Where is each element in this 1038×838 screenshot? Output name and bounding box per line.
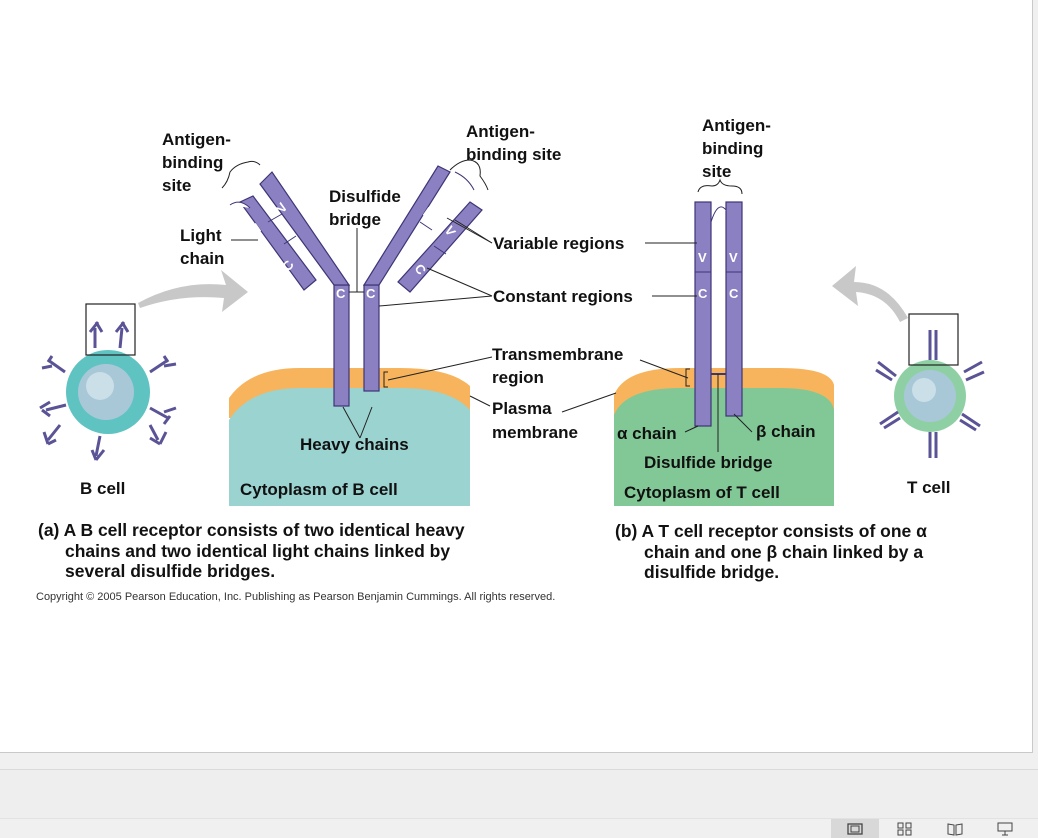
normal-view-button[interactable] (831, 819, 879, 838)
t-beta-v: V (729, 250, 738, 265)
b-heavy-c-right: C (366, 286, 376, 301)
status-bar (0, 818, 1038, 838)
antigen-site-right-label: Antigen- binding site (702, 116, 776, 181)
cytoplasm-t-label: Cytoplasm of T cell (624, 483, 780, 502)
b-heavy-c-left: C (336, 286, 346, 301)
copyright-text: Copyright © 2005 Pearson Education, Inc.… (36, 591, 555, 603)
leader-lines (221, 159, 753, 452)
left-arrow (138, 270, 248, 312)
slide-sorter-icon (897, 822, 912, 835)
notes-pane[interactable] (0, 769, 1038, 818)
slide-show-button[interactable] (981, 819, 1029, 838)
b-cell-icon (39, 303, 177, 461)
transmembrane-region-label: Transmembrane region (492, 345, 628, 387)
t-alpha-c: C (698, 286, 708, 301)
variable-regions-label: Variable regions (493, 234, 624, 253)
constant-regions-label: Constant regions (493, 287, 633, 306)
slide-sorter-button[interactable] (881, 819, 929, 838)
t-cell-cytoplasm (614, 388, 834, 506)
right-arrow (832, 266, 908, 322)
normal-view-icon (847, 822, 863, 835)
cytoplasm-b-label: Cytoplasm of B cell (240, 480, 398, 499)
antigen-site-mid-label: Antigen- binding site (466, 122, 561, 164)
b-cell-label: B cell (80, 479, 125, 498)
light-chain-label: Light chain (180, 226, 226, 268)
t-cell-receptor (694, 201, 743, 427)
t-cell-icon (875, 313, 985, 458)
caption-b: (b) A T cell receptor consists of one α … (615, 521, 932, 582)
alpha-chain-label: α chain (617, 424, 677, 443)
disulfide-bridge-b-label: Disulfide bridge (329, 187, 406, 229)
b-cell-cytoplasm (229, 388, 470, 506)
t-alpha-v: V (698, 250, 707, 265)
t-cell-label: T cell (907, 478, 950, 497)
reading-view-button[interactable] (931, 819, 979, 838)
beta-chain-label: β chain (756, 422, 816, 441)
slide-canvas: V V C V V C C C V V C C B cell (0, 0, 1033, 753)
b-cell-receptor (229, 165, 483, 407)
caption-a: (a) A B cell receptor consists of two id… (38, 520, 469, 581)
heavy-chains-label: Heavy chains (300, 435, 409, 454)
t-beta-c: C (729, 286, 739, 301)
plasma-membrane-label: Plasma membrane (492, 399, 578, 442)
immune-receptor-figure: V V C V V C C C V V C C B cell (36, 116, 985, 603)
slide-show-icon (997, 822, 1013, 835)
antigen-site-left-label: Antigen- binding site (162, 130, 236, 195)
reading-view-icon (947, 822, 963, 836)
disulfide-bridge-t-label: Disulfide bridge (644, 453, 772, 472)
